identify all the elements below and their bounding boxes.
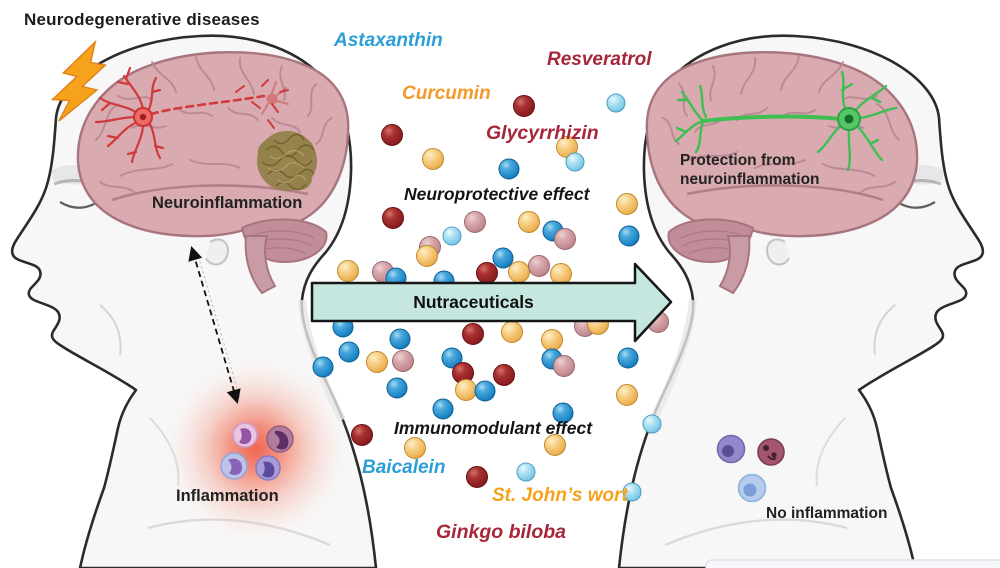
nutraceutical-dot-b (498, 158, 520, 180)
nutraceutical-dot-y (501, 321, 523, 343)
nutraceuticals-arrow-icon (310, 262, 673, 343)
nutraceutical-dot-y (422, 148, 444, 170)
neuroinflammation-label: Neuroinflammation (152, 194, 303, 212)
nutraceutical-dot-r (351, 424, 373, 446)
nutraceutical-dot-lb (442, 226, 462, 246)
left-figure (12, 36, 376, 568)
baicalein-label: Baicalein (362, 457, 446, 478)
nutraceutical-dot-r (462, 323, 484, 345)
nutraceutical-dot-y (541, 329, 563, 351)
st-johns-wort-label: St. John’s wort (492, 485, 628, 506)
nutraceutical-dot-y (616, 193, 638, 215)
nutraceutical-dot-b (338, 341, 360, 363)
curcumin-label: Curcumin (402, 83, 491, 104)
nutraceuticals-arrow-label: Nutraceuticals (413, 292, 534, 312)
nutraceutical-dot-lb (622, 482, 642, 502)
nutraceutical-dot-r (493, 364, 515, 386)
nutraceutical-dot-p (528, 255, 550, 277)
nutraceutical-dot-y (616, 384, 638, 406)
nutraceutical-dot-lb (565, 152, 585, 172)
glycyrrhizin-label: Glycyrrhizin (486, 122, 599, 144)
nutraceutical-dot-b (432, 398, 454, 420)
nutraceutical-dot-lb (516, 462, 536, 482)
protection-label-line2: neuroinflammation (680, 171, 820, 188)
immune-cells-icon (716, 434, 785, 503)
resveratrol-label: Resveratrol (547, 49, 652, 70)
nutraceutical-dot-b (389, 328, 411, 350)
amyloid-plaque-icon (257, 131, 317, 191)
nutraceutical-dot-r (381, 124, 403, 146)
nutraceutical-dot-p (554, 228, 576, 250)
nutraceutical-dot-r (466, 466, 488, 488)
nutraceutical-dot-b (312, 356, 334, 378)
healthy-neuron-icon (674, 70, 898, 172)
nutraceutical-dot-b (386, 377, 408, 399)
nutraceutical-dot-b (492, 247, 514, 269)
nutraceutical-dot-y (544, 434, 566, 456)
immune-cells-icon (220, 422, 294, 481)
nutraceutical-dot-y (455, 379, 477, 401)
nutraceutical-dot-b (441, 347, 463, 369)
nutraceutical-dot-y (366, 351, 388, 373)
nutraceutical-dot-r (382, 207, 404, 229)
inflammation-label: Inflammation (176, 487, 279, 505)
right-figure (619, 36, 983, 568)
immunomodulant-effect-label: Immunomodulant effect (394, 418, 593, 438)
nutraceutical-dot-y (550, 263, 572, 285)
nutraceutical-dot-y (508, 261, 530, 283)
double-dashed-arrow-icon (188, 245, 241, 405)
nutraceutical-dot-lb (642, 414, 662, 434)
nutraceutical-dot-b (552, 402, 574, 424)
ginkgo-biloba-label: Ginkgo biloba (436, 521, 566, 543)
nutraceutical-dot-b (617, 347, 639, 369)
nutraceutical-dots-layer (312, 93, 669, 502)
nutraceutical-dot-lb (606, 93, 626, 113)
no-inflammation-label: No inflammation (766, 505, 888, 522)
lightning-bolt-icon (50, 39, 107, 122)
nutraceutical-dot-y (518, 211, 540, 233)
left-panel-title: Neurodegenerative diseases (24, 10, 260, 29)
nutraceutical-dot-y (337, 260, 359, 282)
nutraceutical-dot-b (474, 380, 496, 402)
nutraceutical-dot-y (416, 245, 438, 267)
nutraceutical-dot-y (404, 437, 426, 459)
neuroprotective-effect-label: Neuroprotective effect (404, 184, 590, 204)
nutraceutical-dot-b (618, 225, 640, 247)
nutraceutical-dot-r (513, 95, 535, 117)
nutraceutical-dot-r (476, 262, 498, 284)
nutraceutical-dot-p (464, 211, 486, 233)
protection-label-line1: Protection from (680, 152, 796, 169)
damaged-neuron-icon (94, 66, 289, 164)
nutraceutical-dot-p (392, 350, 414, 372)
nutraceutical-dot-p (553, 355, 575, 377)
watermark-box (705, 559, 1000, 568)
astaxanthin-label: Astaxanthin (334, 30, 443, 51)
